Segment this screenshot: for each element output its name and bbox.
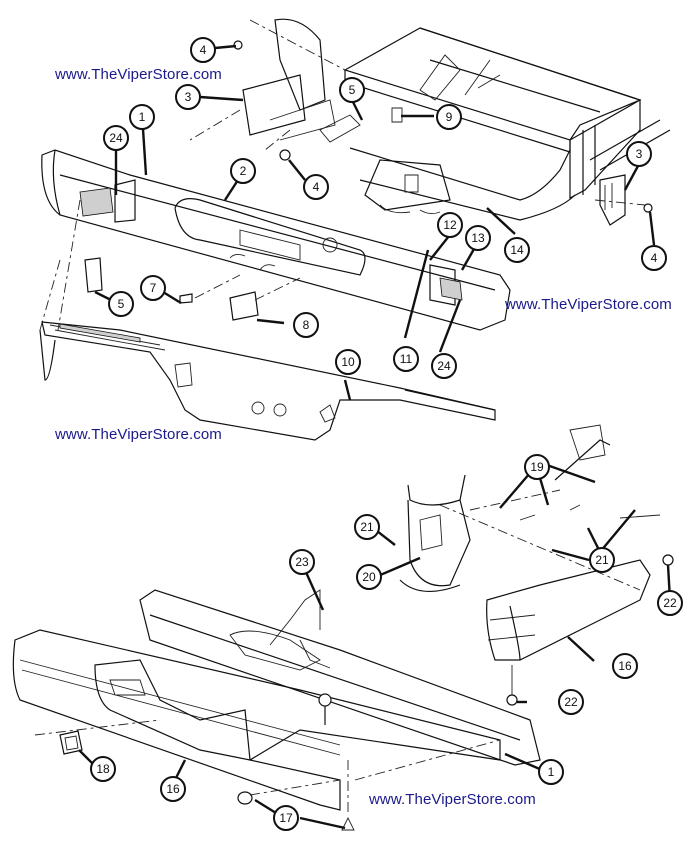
callout-part-14: 14 [504,237,530,263]
callout-part-8: 8 [293,312,319,338]
callout-part-9: 9 [436,104,462,130]
callout-part-2: 2 [230,158,256,184]
callout-part-7: 7 [140,275,166,301]
callout-part-22: 22 [657,590,683,616]
callout-part-12: 12 [437,212,463,238]
callout-part-3: 3 [626,141,652,167]
callout-part-19: 19 [524,454,550,480]
watermark-url: www.TheViperStore.com [505,296,672,313]
callout-part-4: 4 [641,245,667,271]
callout-part-20: 20 [356,564,382,590]
watermark-url: www.TheViperStore.com [55,66,222,83]
rear-bumper-upper-drawing [39,149,511,331]
callout-leader-lines [78,44,672,830]
callout-part-4: 4 [303,174,329,200]
callout-part-3: 3 [175,84,201,110]
rear-bumper-lower-drawing [12,589,541,831]
callout-part-1: 1 [538,759,564,785]
callout-part-22: 22 [558,689,584,715]
callout-part-24: 24 [103,125,129,151]
callout-part-18: 18 [90,756,116,782]
callout-part-5: 5 [339,77,365,103]
callout-part-4: 4 [190,37,216,63]
callout-part-13: 13 [465,225,491,251]
watermark-url: www.TheViperStore.com [55,426,222,443]
frame-crossmember-drawing [189,18,671,226]
watermark-url: www.TheViperStore.com [369,791,536,808]
callout-part-16: 16 [160,776,186,802]
callout-part-21: 21 [589,547,615,573]
callout-part-11: 11 [393,346,419,372]
callout-part-24: 24 [431,353,457,379]
callout-part-10: 10 [335,349,361,375]
step-pad-drawing [39,321,496,441]
callout-part-5: 5 [108,291,134,317]
callout-part-23: 23 [289,549,315,575]
callout-part-17: 17 [273,805,299,831]
callout-part-21: 21 [354,514,380,540]
callout-part-16: 16 [612,653,638,679]
callout-part-1: 1 [129,104,155,130]
